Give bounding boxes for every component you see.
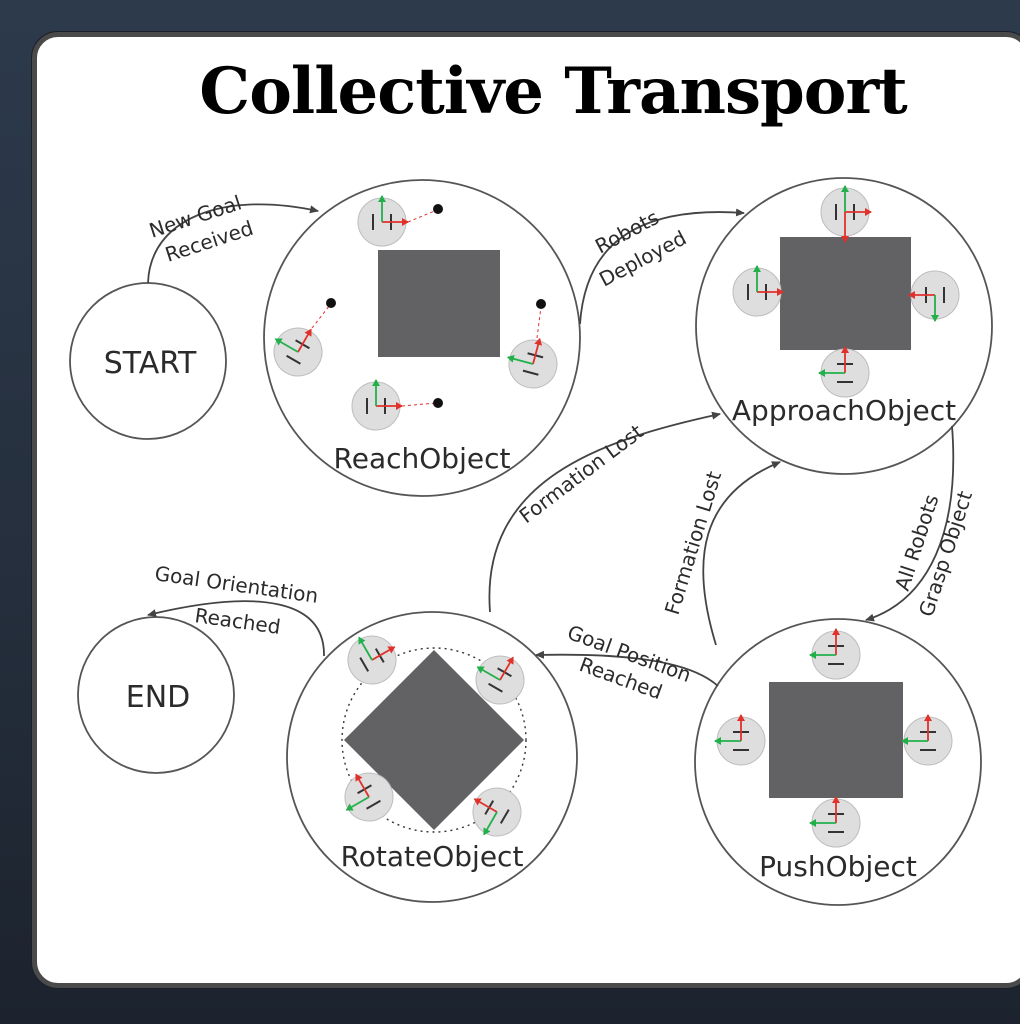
- page-title: Collective Transport: [199, 54, 907, 129]
- robot-icon: [715, 715, 765, 765]
- goal-orientation-label-2: Reached: [193, 603, 282, 639]
- robot-icon: [263, 316, 331, 384]
- arrow-robots-deployed: [579, 208, 745, 325]
- target-point: [536, 299, 546, 309]
- robot-icon: [810, 797, 860, 847]
- end-state: END: [77, 616, 235, 774]
- start-state: START: [69, 282, 227, 440]
- robot-icon: [909, 271, 959, 321]
- robot-icon: [902, 715, 952, 765]
- approach-object-label: ApproachObject: [732, 394, 956, 427]
- robot-icon: [821, 186, 871, 236]
- rotate-object-state: RotateObject: [286, 611, 578, 903]
- approach-object-state: ApproachObject: [695, 177, 993, 475]
- formation-lost-label: Formation Lost: [515, 419, 648, 528]
- push-object-label: PushObject: [759, 850, 917, 883]
- start-label: START: [104, 346, 197, 381]
- object-square: [378, 250, 500, 357]
- arrow-goal-position: [535, 650, 719, 687]
- reach-object-state: ReachObject: [263, 179, 581, 497]
- end-label: END: [126, 680, 191, 715]
- robot-icon: [819, 347, 869, 397]
- robot-icon: [733, 266, 783, 316]
- arrow-new-goal: [147, 203, 319, 284]
- reach-object-label: ReachObject: [334, 442, 511, 475]
- robot-icon: [338, 624, 406, 692]
- push-object-state: PushObject: [694, 618, 982, 906]
- robot-icon: [358, 196, 408, 246]
- object-square: [769, 682, 903, 798]
- robot-icon: [502, 332, 563, 393]
- arrow-goal-orientation: [147, 600, 325, 657]
- arrow-formation-lost-rotate: [488, 411, 721, 613]
- robot-icon: [352, 380, 402, 430]
- target-point: [326, 298, 336, 308]
- target-point: [433, 204, 443, 214]
- target-point: [433, 398, 443, 408]
- robot-icon: [810, 629, 860, 679]
- rotate-object-label: RotateObject: [341, 840, 524, 873]
- object-square: [780, 237, 911, 350]
- formation-lost-label-2: Formation Lost: [660, 468, 726, 617]
- arrow-formation-lost-push: [702, 461, 781, 646]
- arrow-grasp-object: [865, 425, 955, 622]
- rotation-path: [341, 647, 527, 833]
